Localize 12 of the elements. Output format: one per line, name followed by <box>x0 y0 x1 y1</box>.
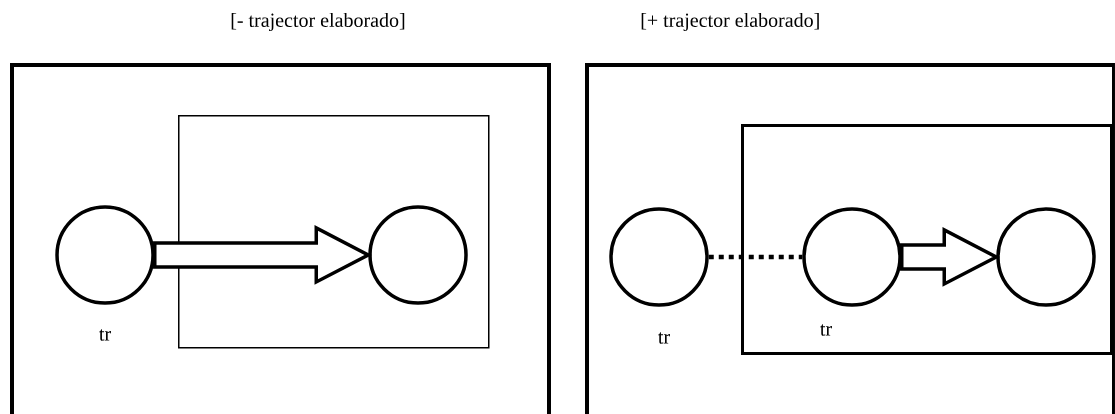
circle <box>368 205 468 305</box>
panel-heading: [+ trajector elaborado] <box>641 12 819 32</box>
circle-label: tr <box>820 324 832 336</box>
block-arrow <box>153 225 373 285</box>
block-arrow <box>900 227 1001 287</box>
scope-box <box>741 124 1113 355</box>
circle <box>996 207 1096 307</box>
panel-heading: [- trajector elaborado] <box>231 12 405 32</box>
scope-box <box>178 115 490 349</box>
circle-label: tr <box>658 332 670 344</box>
dotted-line <box>708 254 803 260</box>
circle-label: tr <box>99 329 111 341</box>
